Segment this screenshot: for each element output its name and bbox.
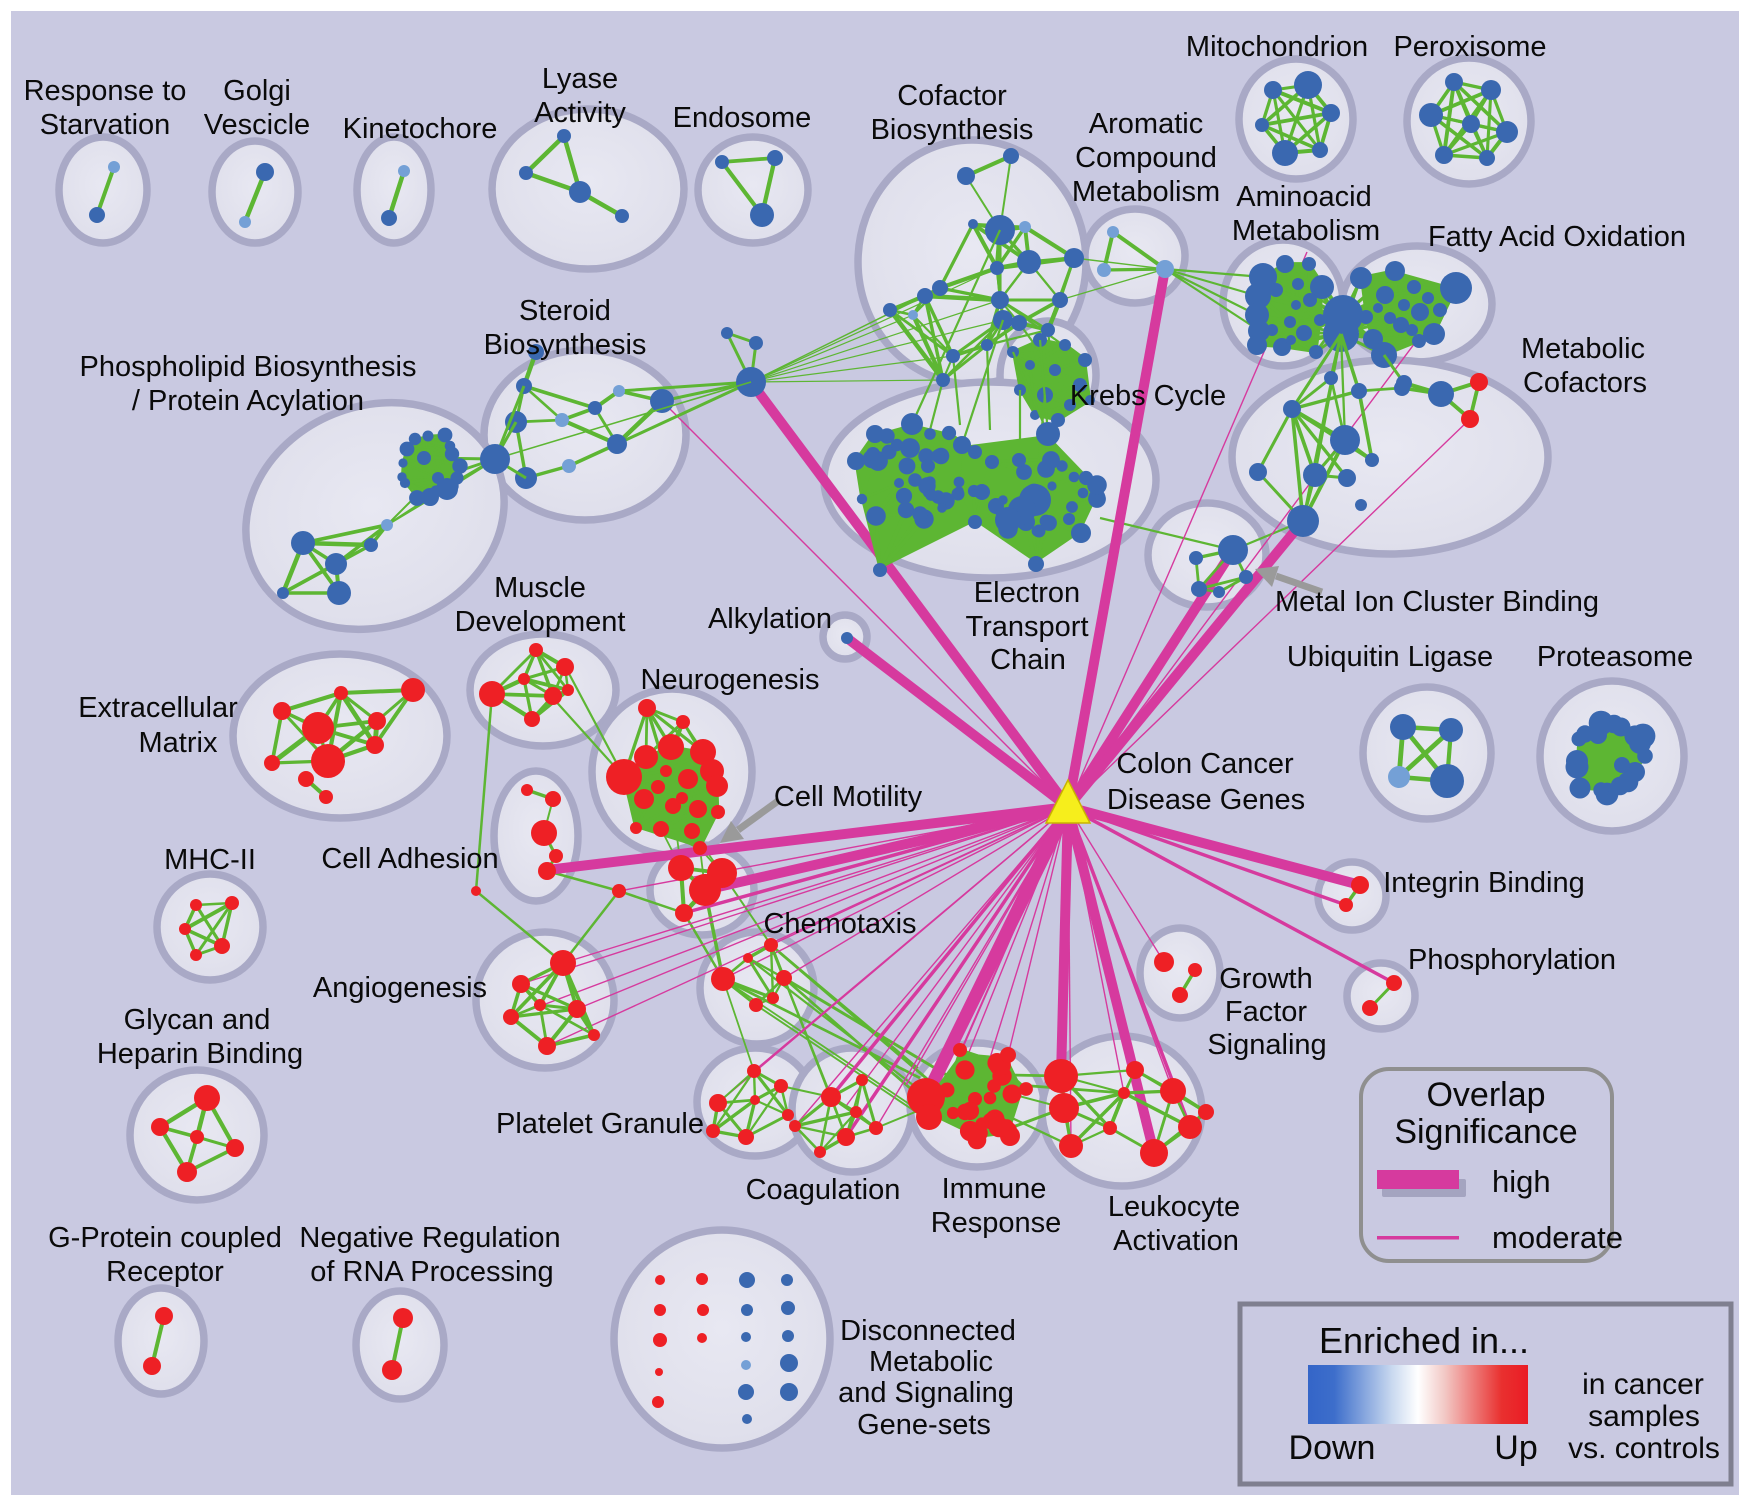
svg-text:samples: samples bbox=[1588, 1400, 1700, 1433]
svg-text:Metal Ion Cluster Binding: Metal Ion Cluster Binding bbox=[1275, 586, 1599, 618]
svg-text:Matrix: Matrix bbox=[139, 727, 218, 759]
svg-text:Activity: Activity bbox=[534, 97, 626, 129]
svg-text:Cell Motility: Cell Motility bbox=[774, 781, 923, 813]
svg-text:Biosynthesis: Biosynthesis bbox=[484, 329, 647, 361]
svg-text:Vescicle: Vescicle bbox=[204, 109, 310, 141]
svg-text:Ubiquitin Ligase: Ubiquitin Ligase bbox=[1287, 641, 1493, 673]
svg-text:Activation: Activation bbox=[1113, 1225, 1239, 1257]
svg-text:Alkylation: Alkylation bbox=[708, 603, 832, 635]
svg-text:Enriched in...: Enriched in... bbox=[1319, 1320, 1529, 1361]
svg-text:Gene-sets: Gene-sets bbox=[857, 1409, 991, 1441]
svg-text:Up: Up bbox=[1494, 1429, 1537, 1467]
svg-text:Neurogenesis: Neurogenesis bbox=[641, 664, 820, 696]
svg-text:Disease Genes: Disease Genes bbox=[1107, 784, 1305, 816]
svg-text:high: high bbox=[1492, 1164, 1551, 1199]
svg-text:MHC-II: MHC-II bbox=[164, 844, 256, 876]
svg-text:Starvation: Starvation bbox=[40, 109, 171, 141]
svg-text:Response: Response bbox=[931, 1207, 1062, 1239]
svg-text:Mitochondrion: Mitochondrion bbox=[1186, 31, 1368, 63]
svg-text:of RNA Processing: of RNA Processing bbox=[310, 1256, 553, 1288]
svg-text:Disconnected: Disconnected bbox=[840, 1315, 1016, 1347]
svg-text:Factor: Factor bbox=[1225, 996, 1308, 1028]
svg-text:Development: Development bbox=[455, 606, 626, 638]
svg-text:Aminoacid: Aminoacid bbox=[1236, 181, 1371, 213]
svg-text:Integrin Binding: Integrin Binding bbox=[1383, 867, 1585, 899]
svg-text:Phospholipid Biosynthesis: Phospholipid Biosynthesis bbox=[80, 351, 417, 383]
svg-text:Overlap: Overlap bbox=[1426, 1076, 1545, 1114]
svg-text:Leukocyte: Leukocyte bbox=[1108, 1191, 1240, 1223]
svg-text:G-Protein coupled: G-Protein coupled bbox=[48, 1222, 282, 1254]
svg-text:Glycan and: Glycan and bbox=[124, 1004, 271, 1036]
svg-text:Cofactors: Cofactors bbox=[1523, 367, 1647, 399]
svg-text:Biosynthesis: Biosynthesis bbox=[871, 114, 1034, 146]
svg-text:Endosome: Endosome bbox=[673, 102, 812, 134]
svg-text:Cofactor: Cofactor bbox=[897, 80, 1007, 112]
svg-text:Metabolic: Metabolic bbox=[1521, 333, 1645, 365]
svg-text:Metabolism: Metabolism bbox=[1232, 215, 1380, 247]
svg-text:Kinetochore: Kinetochore bbox=[343, 113, 498, 145]
svg-text:Electron: Electron bbox=[974, 577, 1080, 609]
svg-text:Peroxisome: Peroxisome bbox=[1393, 31, 1546, 63]
svg-text:Significance: Significance bbox=[1394, 1113, 1577, 1151]
svg-text:Extracellular: Extracellular bbox=[78, 692, 238, 724]
svg-text:Metabolism: Metabolism bbox=[1072, 176, 1220, 208]
svg-text:Platelet Granule: Platelet Granule bbox=[496, 1108, 704, 1140]
svg-text:Chain: Chain bbox=[990, 644, 1066, 676]
svg-text:and Signaling: and Signaling bbox=[838, 1377, 1014, 1409]
svg-text:Coagulation: Coagulation bbox=[746, 1174, 901, 1206]
svg-text:Muscle: Muscle bbox=[494, 572, 586, 604]
svg-text:Proteasome: Proteasome bbox=[1537, 641, 1693, 673]
svg-text:Receptor: Receptor bbox=[106, 1256, 224, 1288]
svg-text:Chemotaxis: Chemotaxis bbox=[763, 908, 916, 940]
svg-text:Lyase: Lyase bbox=[542, 63, 618, 95]
svg-text:Cell Adhesion: Cell Adhesion bbox=[321, 843, 498, 875]
svg-text:Heparin Binding: Heparin Binding bbox=[97, 1038, 303, 1070]
svg-text:Signaling: Signaling bbox=[1207, 1029, 1326, 1061]
svg-text:Metabolic: Metabolic bbox=[869, 1346, 993, 1378]
svg-text:Fatty Acid Oxidation: Fatty Acid Oxidation bbox=[1428, 221, 1686, 253]
svg-text:/ Protein Acylation: / Protein Acylation bbox=[132, 385, 364, 417]
svg-text:Angiogenesis: Angiogenesis bbox=[313, 972, 487, 1004]
svg-text:moderate: moderate bbox=[1492, 1220, 1623, 1255]
svg-text:Steroid: Steroid bbox=[519, 295, 611, 327]
svg-text:Growth: Growth bbox=[1219, 963, 1312, 995]
svg-text:Phosphorylation: Phosphorylation bbox=[1408, 944, 1616, 976]
svg-text:vs. controls: vs. controls bbox=[1568, 1432, 1720, 1465]
svg-text:Golgi: Golgi bbox=[223, 75, 291, 107]
svg-text:Transport: Transport bbox=[965, 611, 1088, 643]
svg-text:Krebs Cycle: Krebs Cycle bbox=[1070, 380, 1226, 412]
svg-text:in cancer: in cancer bbox=[1582, 1368, 1704, 1401]
svg-text:Down: Down bbox=[1289, 1429, 1376, 1467]
svg-text:Negative Regulation: Negative Regulation bbox=[299, 1222, 560, 1254]
svg-text:Compound: Compound bbox=[1075, 142, 1217, 174]
svg-text:Response to: Response to bbox=[24, 75, 187, 107]
svg-text:Colon Cancer: Colon Cancer bbox=[1116, 748, 1294, 780]
svg-text:Immune: Immune bbox=[942, 1173, 1047, 1205]
svg-text:Aromatic: Aromatic bbox=[1089, 108, 1203, 140]
